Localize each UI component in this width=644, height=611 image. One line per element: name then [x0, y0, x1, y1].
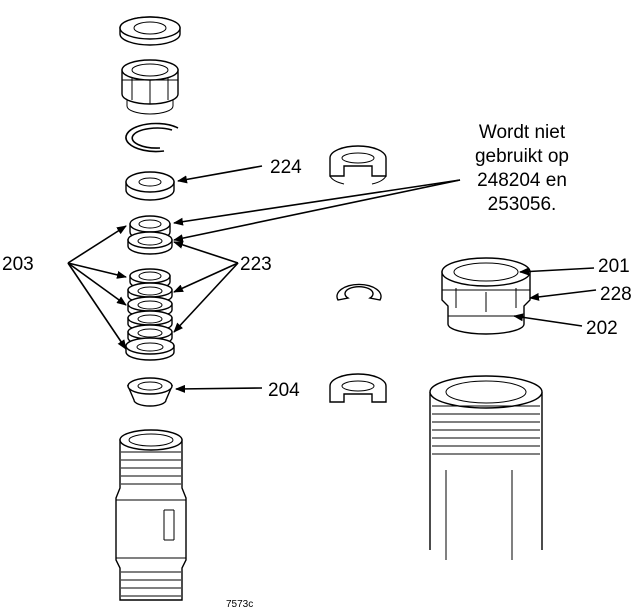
note-line-1: Wordt niet — [479, 122, 566, 143]
throat-packing-nut — [441, 257, 531, 335]
label-223: 223 — [240, 254, 272, 275]
note-line-4: 253056. — [488, 194, 557, 215]
split-ring-224 — [329, 145, 387, 185]
label-204: 204 — [268, 380, 300, 401]
top-washer — [119, 16, 181, 46]
label-202: 202 — [586, 318, 618, 339]
spacer-ring — [125, 171, 175, 201]
label-201: 201 — [598, 256, 630, 277]
leader-lines — [67, 165, 597, 393]
packing-stack — [125, 215, 175, 361]
label-228: 228 — [600, 284, 632, 305]
gland-nut — [121, 59, 179, 115]
pump-housing — [429, 375, 543, 560]
label-224: 224 — [270, 157, 302, 178]
note-line-3: 248204 en — [477, 170, 567, 191]
female-adapter — [126, 377, 174, 407]
label-203: 203 — [2, 254, 34, 275]
cylinder-rod — [115, 429, 187, 601]
usage-note: Wordt niet gebruikt op 248204 en 253056. — [475, 122, 569, 215]
retaining-ring — [125, 122, 179, 153]
note-line-2: gebruikt op — [475, 146, 569, 167]
split-ring-223 — [336, 283, 382, 301]
split-ring-204 — [329, 373, 387, 403]
figure-id: 7573c — [226, 599, 253, 610]
